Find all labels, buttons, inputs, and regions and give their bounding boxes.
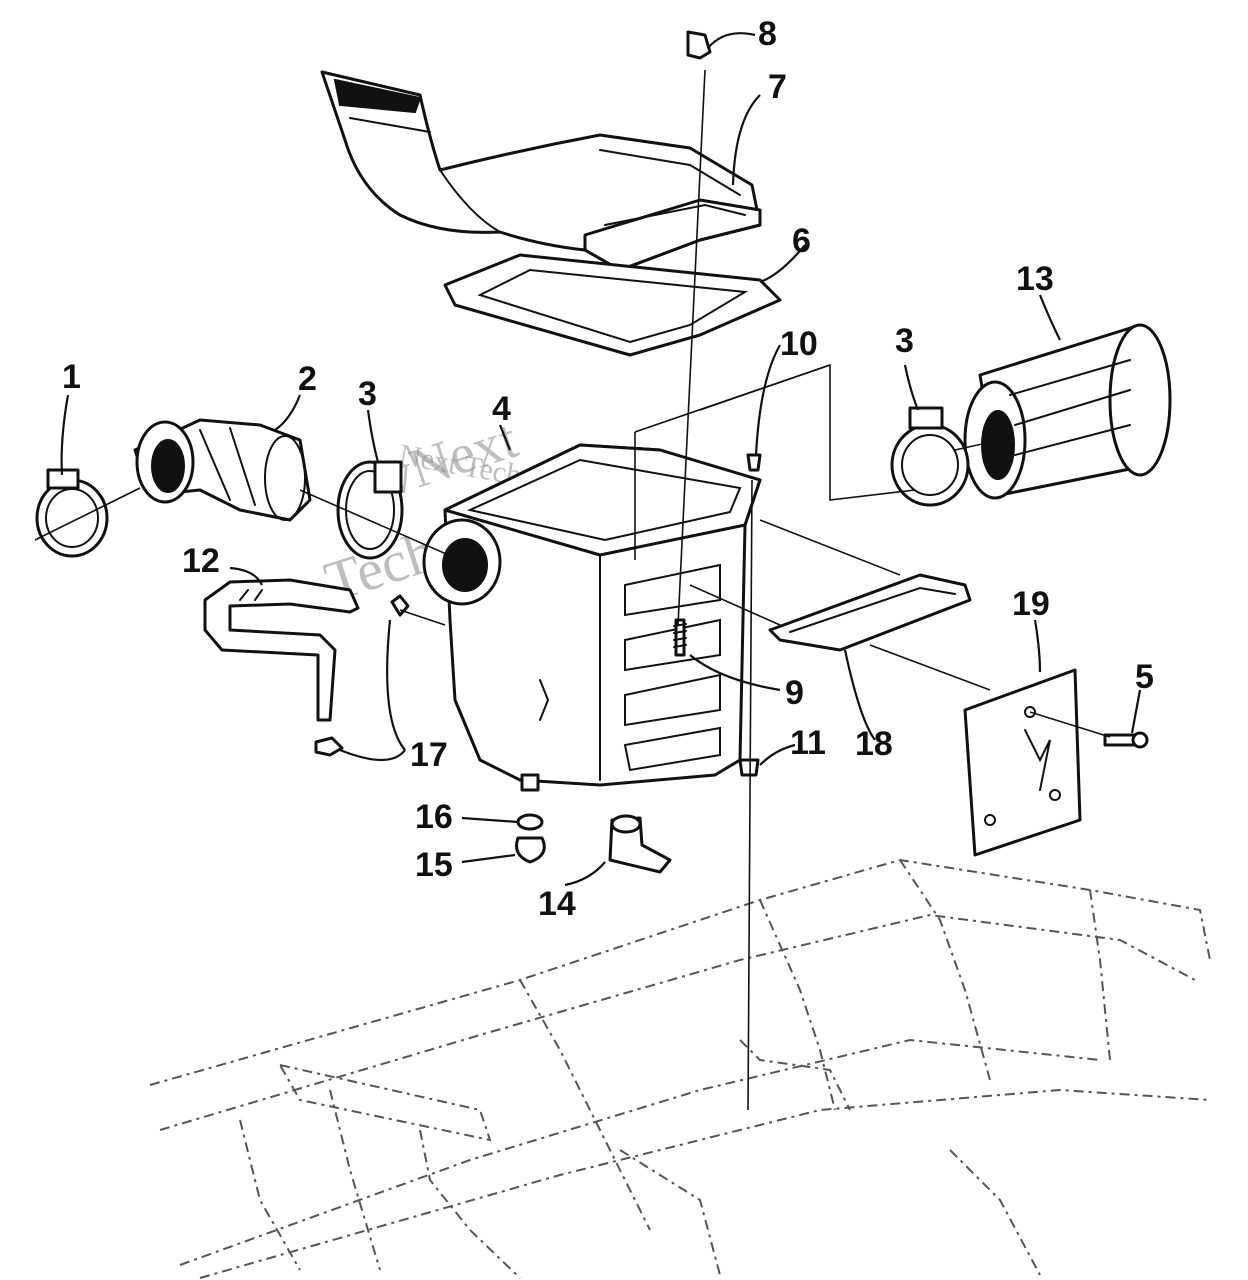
callout-15: 15 (415, 846, 453, 884)
clamp-1 (35, 468, 109, 558)
callout-13: 13 (1016, 260, 1054, 298)
callout-19: 19 (1012, 585, 1050, 623)
spring-9 (673, 618, 687, 657)
bracket-14 (608, 814, 672, 874)
callout-labels: 1 2 3 3 4 5 6 7 8 9 10 11 12 13 14 15 16… (62, 15, 1154, 923)
callout-3-right: 3 (895, 322, 914, 360)
callout-6: 6 (792, 222, 811, 260)
drain-tube-12 (203, 578, 360, 722)
grommet-11 (738, 758, 760, 777)
callout-16: 16 (415, 798, 453, 836)
callout-4: 4 (492, 390, 511, 428)
clamp-3-right (890, 406, 970, 507)
elbow-hose-2 (133, 418, 312, 522)
callout-5: 5 (1135, 658, 1154, 696)
clip-17 (314, 594, 410, 757)
callout-10: 10 (780, 325, 818, 363)
callout-14: 14 (538, 885, 576, 923)
cap-15 (515, 836, 546, 864)
vehicle-frame (149, 858, 1211, 1279)
airbox (422, 443, 762, 792)
screw-10 (746, 453, 762, 472)
callout-3-left: 3 (358, 375, 377, 413)
callout-12: 12 (182, 542, 220, 580)
callout-17: 17 (410, 736, 448, 774)
assembly-lines (34, 69, 1111, 1111)
callout-1: 1 (62, 358, 81, 396)
grommet-16 (516, 813, 544, 831)
latch-8 (686, 30, 712, 60)
callout-9: 9 (785, 674, 804, 712)
cover-plate-19 (963, 668, 1082, 857)
leader-lines (60, 32, 1142, 887)
callout-2: 2 (298, 360, 317, 398)
intake-duct-cover (320, 70, 762, 272)
gasket-18 (768, 573, 972, 652)
callout-18: 18 (855, 725, 893, 763)
clamp-3-left (336, 460, 404, 560)
callout-8: 8 (758, 15, 777, 53)
bolt-5 (1103, 731, 1149, 749)
callout-7: 7 (768, 68, 787, 106)
callout-11: 11 (790, 724, 826, 762)
air-filter-13 (963, 323, 1172, 500)
gasket-6 (443, 253, 782, 357)
